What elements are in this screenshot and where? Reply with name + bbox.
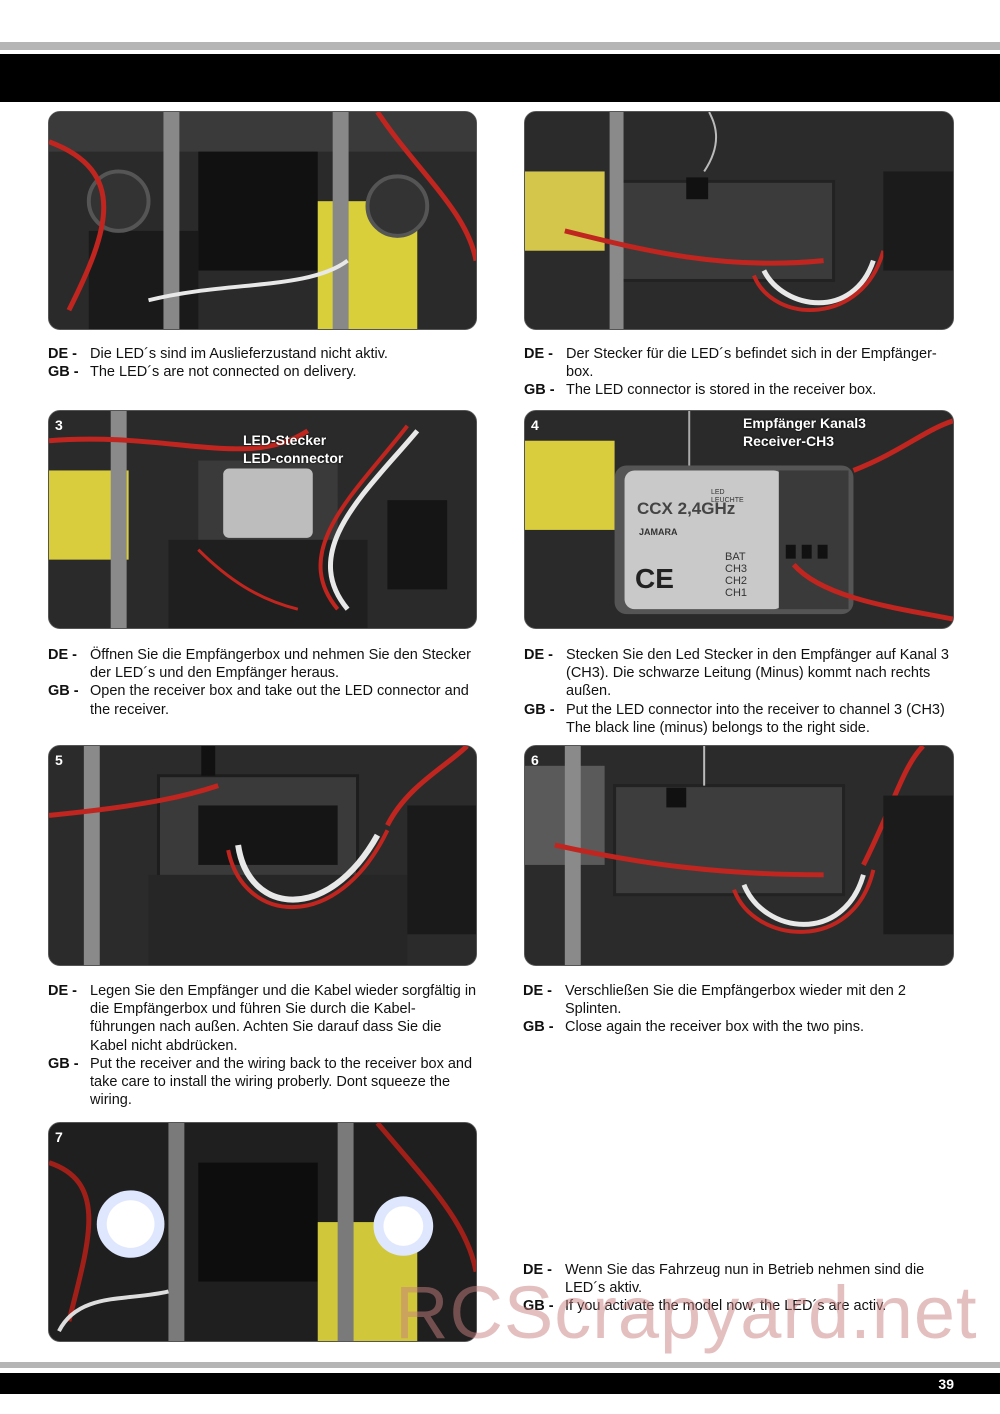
lang-de: DE - — [524, 346, 553, 362]
photo-label: LED-Stecker — [243, 432, 327, 448]
step-number: 4 — [531, 417, 539, 433]
header-bar — [0, 54, 1000, 102]
lang-de: DE - — [48, 983, 77, 999]
step-5-text: DE - Legen Sie den Empfänger und die Kabe… — [48, 982, 480, 1109]
receiver-label: CCX 2,4GHz — [637, 499, 736, 518]
receiver-ce-mark: CE — [635, 563, 674, 594]
step-4-gb: Put the LED connector into the receiver … — [566, 701, 945, 736]
receiver-led-label: LED LEUCHTE — [711, 489, 744, 504]
photo-step-5: 5 — [48, 745, 477, 966]
lang-gb: GB - — [48, 364, 79, 381]
step-6-de: Verschließen Sie die Empfängerbox wieder… — [565, 983, 906, 1018]
photo-label: Empfänger Kanal3 — [743, 415, 866, 431]
watermark: RCScrapyard.net — [395, 1271, 978, 1354]
step-number: 5 — [55, 752, 63, 768]
header-rule — [0, 42, 1000, 50]
channel-ch1: CH1 — [725, 587, 748, 599]
lang-gb: GB - — [524, 701, 555, 718]
step-4-de: Stecken Sie den Led Stecker in den Empfä… — [566, 647, 949, 700]
step-5-de: Legen Sie den Empfänger und die Kabel wi… — [90, 983, 477, 1054]
lang-de: DE - — [48, 346, 77, 362]
step-3-de: Öffnen Sie die Empfängerbox und nehmen S… — [90, 647, 472, 682]
lang-gb: GB - — [524, 382, 555, 399]
photo-step-3: 3 LED-Stecker LED-connector — [48, 410, 477, 629]
channel-ch3: CH3 — [725, 563, 748, 575]
receiver-channels: BAT CH3 CH2 CH1 — [725, 551, 747, 599]
footer-bar — [0, 1373, 1000, 1394]
step-2-gb: The LED connector is stored in the recei… — [566, 382, 877, 399]
channel-bat: BAT — [725, 551, 746, 563]
step-number: 6 — [531, 752, 539, 768]
step-6-text: DE - Verschließen Sie die Empfängerbox wi… — [523, 982, 955, 1037]
photo-step-1 — [48, 111, 477, 330]
receiver-maker: JAMARA — [639, 527, 678, 537]
step-number: 3 — [55, 417, 63, 433]
step-1-gb: The LED´s are not connected on delivery. — [90, 364, 357, 381]
step-7-text: DE - Wenn Sie das Fahrzeug nun in Betrieb… — [523, 1261, 955, 1316]
step-6-gb: Close again the receiver box with the tw… — [565, 1019, 865, 1036]
step-2-de: Der Stecker für die LED´s befindet sich … — [566, 346, 937, 381]
lang-gb: GB - — [523, 1019, 554, 1036]
channel-ch2: CH2 — [725, 575, 748, 587]
footer-rule — [0, 1362, 1000, 1368]
lang-gb: GB - — [48, 683, 79, 700]
page-number: 39 — [938, 1376, 954, 1392]
photo-step-4: CCX 2,4GHz JAMARA LED LEUCHTE CE BAT CH3… — [524, 410, 954, 629]
step-2-text: DE - Der Stecker für die LED´s befindet s… — [524, 345, 956, 400]
step-7-de: Wenn Sie das Fahrzeug nun in Betrieb neh… — [565, 1262, 925, 1297]
step-4-text: DE - Stecken Sie den Led Stecker in den E… — [524, 646, 956, 737]
photo-label: Receiver-CH3 — [743, 433, 835, 449]
photo-step-7: 7 — [48, 1122, 477, 1342]
step-3-gb: Open the receiver box and take out the L… — [90, 683, 469, 718]
lang-de: DE - — [524, 647, 553, 663]
step-1-text: DE - Die LED´s sind im Auslieferzustand n… — [48, 345, 480, 381]
step-7-gb: If you activate the model now, the LED´s… — [565, 1298, 887, 1315]
lang-gb: GB - — [48, 1055, 79, 1072]
step-5-gb: Put the receiver and the wiring back to … — [90, 1055, 473, 1109]
photo-label: LED-connector — [243, 450, 344, 466]
lang-de: DE - — [523, 1262, 552, 1278]
lang-gb: GB - — [523, 1298, 554, 1315]
lang-de: DE - — [48, 647, 77, 663]
photo-step-2 — [524, 111, 954, 330]
photo-step-6: 6 — [524, 745, 954, 966]
step-number: 7 — [55, 1129, 63, 1145]
lang-de: DE - — [523, 983, 552, 999]
step-3-text: DE - Öffnen Sie die Empfängerbox und nehm… — [48, 646, 480, 719]
step-1-de: Die LED´s sind im Auslieferzustand nicht… — [90, 346, 388, 362]
